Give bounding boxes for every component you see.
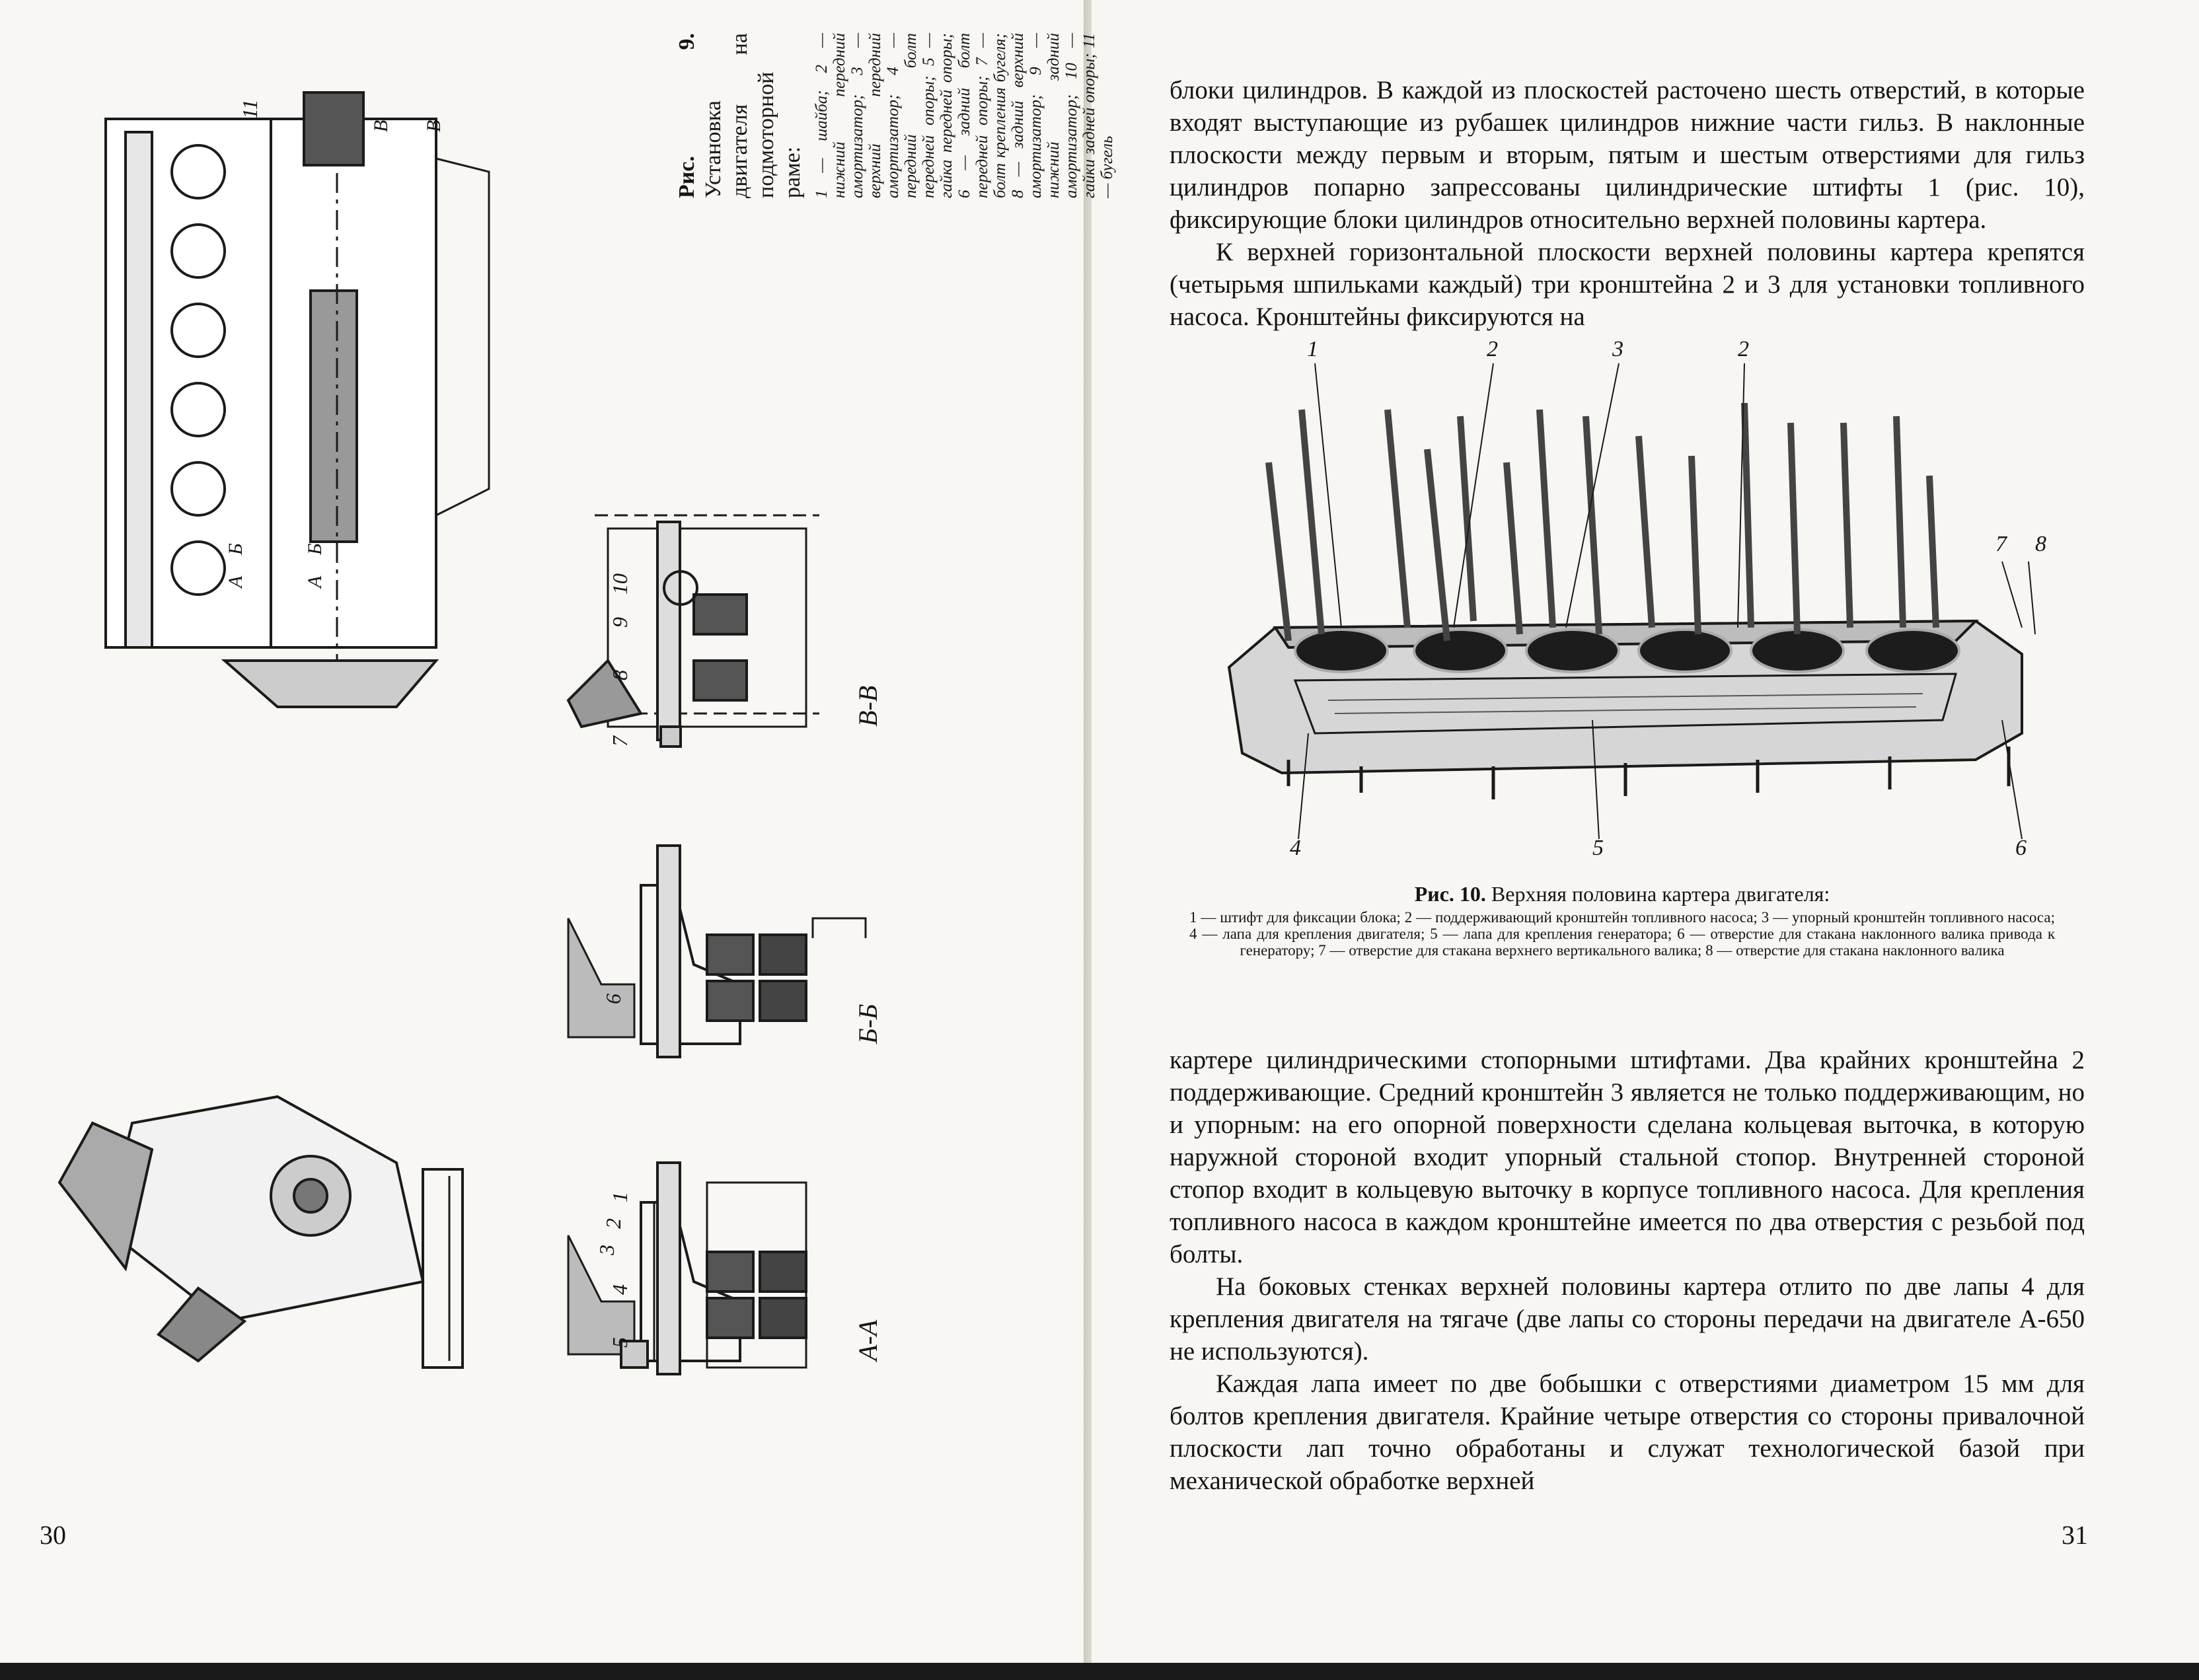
figure-9-legend: 1 — шайба; 2 — нижний передний амортизат…	[813, 33, 1116, 198]
marker-b-1: Б	[225, 543, 246, 555]
callout-5: 5	[608, 1337, 632, 1348]
callout-6: 6	[2015, 836, 2027, 860]
callout-3: 3	[595, 1245, 618, 1255]
callout-7: 7	[1995, 532, 2007, 556]
page-number-left: 30	[40, 1520, 66, 1550]
callout-6: 6	[601, 994, 625, 1004]
paragraph: К верхней горизонтальной плоскости верхн…	[1170, 238, 2085, 331]
paragraph: Каждая лапа имеет по две бобышки с отвер…	[1170, 1370, 2085, 1495]
left-page: А-А Б-Б В-В 1 2 3 4 5 6 7 8 9 10 11 Б А …	[0, 0, 1116, 1680]
body-text-bottom: картере цилиндрическими стопорными штифт…	[1170, 1044, 2085, 1497]
figure-9-title: Рис. 9. Установка двигателя на подмоторн…	[674, 33, 806, 198]
figure-10: 1 2 3 2 7 8 4 5 6	[1163, 337, 2075, 865]
callout-2: 2	[601, 1218, 625, 1229]
section-b-b	[567, 844, 867, 1058]
mounting-feet	[1286, 747, 2011, 799]
figure-9-drawing	[57, 91, 867, 1375]
callout-5: 5	[1592, 836, 1604, 860]
section-label-b-b: Б-Б	[853, 1004, 883, 1044]
section-label-v-v: В-В	[853, 685, 883, 727]
callout-2: 2	[1487, 337, 1498, 361]
section-a-a	[567, 1161, 807, 1375]
callout-8: 8	[608, 670, 632, 680]
figure-9-title-text: Установка двигателя на подмоторной раме:	[701, 33, 805, 198]
callout-8: 8	[2035, 532, 2046, 556]
section-v-v	[566, 514, 819, 748]
body-text-top: блоки цилиндров. В каждой из плоскостей …	[1170, 74, 2085, 333]
paragraph: картере цилиндрическими стопорными штифт…	[1170, 1046, 2085, 1268]
paragraph: блоки цилиндров. В каждой из плоскостей …	[1170, 76, 2085, 234]
marker-b-2: Б	[304, 543, 326, 555]
marker-a-1: А	[225, 575, 246, 588]
figure-10-label: Рис. 10.	[1414, 882, 1486, 906]
callout-10: 10	[608, 573, 632, 595]
callout-1: 1	[608, 1192, 632, 1202]
callout-11: 11	[238, 99, 262, 119]
figure-10-legend: 1 — штифт для фиксации блока; 2 — поддер…	[1189, 909, 2055, 959]
marker-v-2: В	[423, 120, 445, 132]
paragraph: На боковых стенках верхней половины карт…	[1170, 1272, 2085, 1366]
figure-9: А-А Б-Б В-В 1 2 3 4 5 6 7 8 9 10 11 Б А …	[26, 26, 1116, 1401]
callout-4: 4	[608, 1284, 632, 1295]
marker-v-1: В	[370, 120, 392, 132]
callout-4: 4	[1290, 836, 1301, 860]
callout-1: 1	[1307, 337, 1318, 361]
figure-9-caption: Рис. 9. Установка двигателя на подмоторн…	[674, 33, 1116, 198]
callout-9: 9	[608, 617, 632, 628]
page-number-right: 31	[2062, 1520, 2088, 1550]
marker-a-2: А	[304, 575, 326, 588]
scan-bottom-edge	[0, 1663, 2199, 1680]
section-label-a-a: А-А	[853, 1319, 883, 1361]
leader-lines	[1298, 363, 2036, 840]
figure-10-title: Рис. 10. Верхняя половина картера двигат…	[1189, 882, 2055, 906]
callout-2b: 2	[1738, 337, 1749, 361]
figure-10-drawing	[1227, 363, 2036, 840]
figure-10-title-text: Верхняя половина картера двигателя:	[1491, 882, 1830, 906]
figure-10-caption: Рис. 10. Верхняя половина картера двигат…	[1189, 882, 2055, 959]
engine-end-view	[57, 1095, 464, 1369]
engine-side-view	[104, 91, 490, 708]
cylinder-bores	[1294, 628, 1960, 673]
figure-9-label: Рис. 9.	[675, 33, 699, 198]
studs	[1265, 402, 1939, 641]
callout-7: 7	[608, 736, 632, 747]
callout-3: 3	[1612, 337, 1623, 361]
